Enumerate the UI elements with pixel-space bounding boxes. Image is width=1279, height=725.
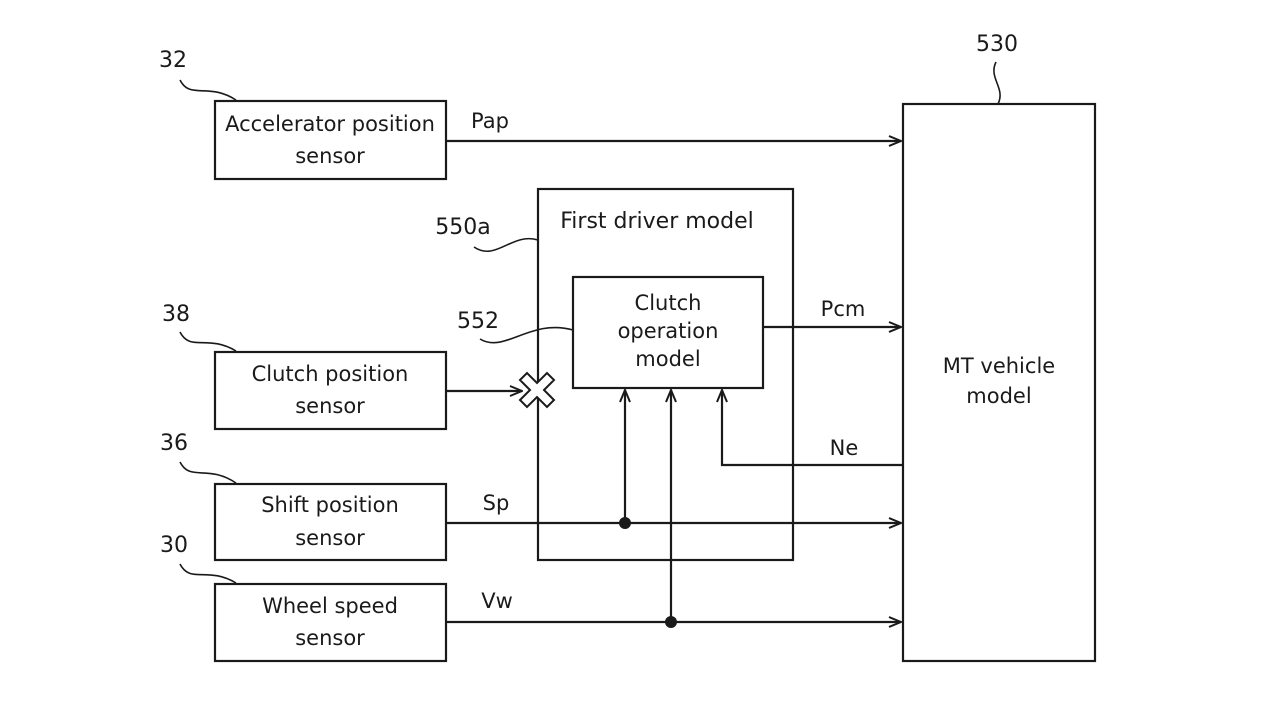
accelerator-sensor-leader: [179, 79, 237, 101]
vw-signal-label: Vw: [481, 589, 513, 613]
first-driver-model-title: First driver model: [560, 209, 754, 234]
shift-position-sensor-block: Shift position sensor: [213, 482, 448, 562]
pap-signal-label: Pap: [471, 109, 509, 133]
mt-vehicle-model-block: MT vehicle model: [901, 102, 1097, 663]
clutch-sensor-label-line2: sensor: [295, 394, 365, 418]
vehicle-model-label-line2: model: [966, 384, 1031, 408]
wheel-sensor-label-line1: Wheel speed: [262, 594, 398, 618]
first-driver-model-leader: [473, 237, 539, 253]
shift-sensor-leader: [179, 461, 237, 484]
clutch-sensor-leader: [179, 331, 237, 352]
wheel-sensor-leader: [179, 563, 237, 584]
sp-signal-label: Sp: [483, 491, 510, 515]
ne-signal-label: Ne: [830, 436, 859, 460]
accelerator-sensor-ref: 32: [159, 48, 187, 73]
vehicle-model-leader: [993, 61, 1001, 105]
wheel-sensor-label-line2: sensor: [295, 626, 365, 650]
pcm-signal-label: Pcm: [821, 297, 866, 321]
accelerator-position-sensor-block: Accelerator position sensor: [213, 99, 448, 181]
sp-junction-dot: [619, 517, 631, 529]
clutch-operation-model-block: Clutch operation model: [571, 275, 765, 390]
vehicle-model-ref: 530: [976, 32, 1018, 57]
vw-junction-dot: [665, 616, 677, 628]
clutch-model-label-line3: model: [635, 347, 700, 371]
clutch-sensor-label-line1: Clutch position: [252, 362, 409, 386]
clutch-model-ref: 552: [457, 309, 499, 334]
shift-sensor-ref: 36: [160, 431, 188, 456]
clutch-model-label-line1: Clutch: [635, 291, 702, 315]
clutch-position-sensor-block: Clutch position sensor: [213, 350, 448, 431]
shift-sensor-label-line1: Shift position: [261, 493, 399, 517]
wheel-speed-sensor-block: Wheel speed sensor: [213, 582, 448, 663]
first-driver-model-block: First driver model: [536, 187, 795, 562]
wheel-sensor-ref: 30: [160, 533, 188, 558]
clutch-model-label-line2: operation: [618, 319, 719, 343]
accelerator-sensor-label-line1: Accelerator position: [225, 112, 435, 136]
ne-feedback-line: [722, 390, 903, 467]
clutch-sensor-ref: 38: [162, 302, 190, 327]
clutch-model-leader: [479, 326, 574, 344]
vehicle-model-label-line1: MT vehicle: [943, 354, 1055, 378]
shift-sensor-label-line2: sensor: [295, 526, 365, 550]
disconnect-cross-icon: [518, 371, 556, 409]
accelerator-sensor-label-line2: sensor: [295, 144, 365, 168]
first-driver-model-ref: 550a: [435, 215, 490, 240]
